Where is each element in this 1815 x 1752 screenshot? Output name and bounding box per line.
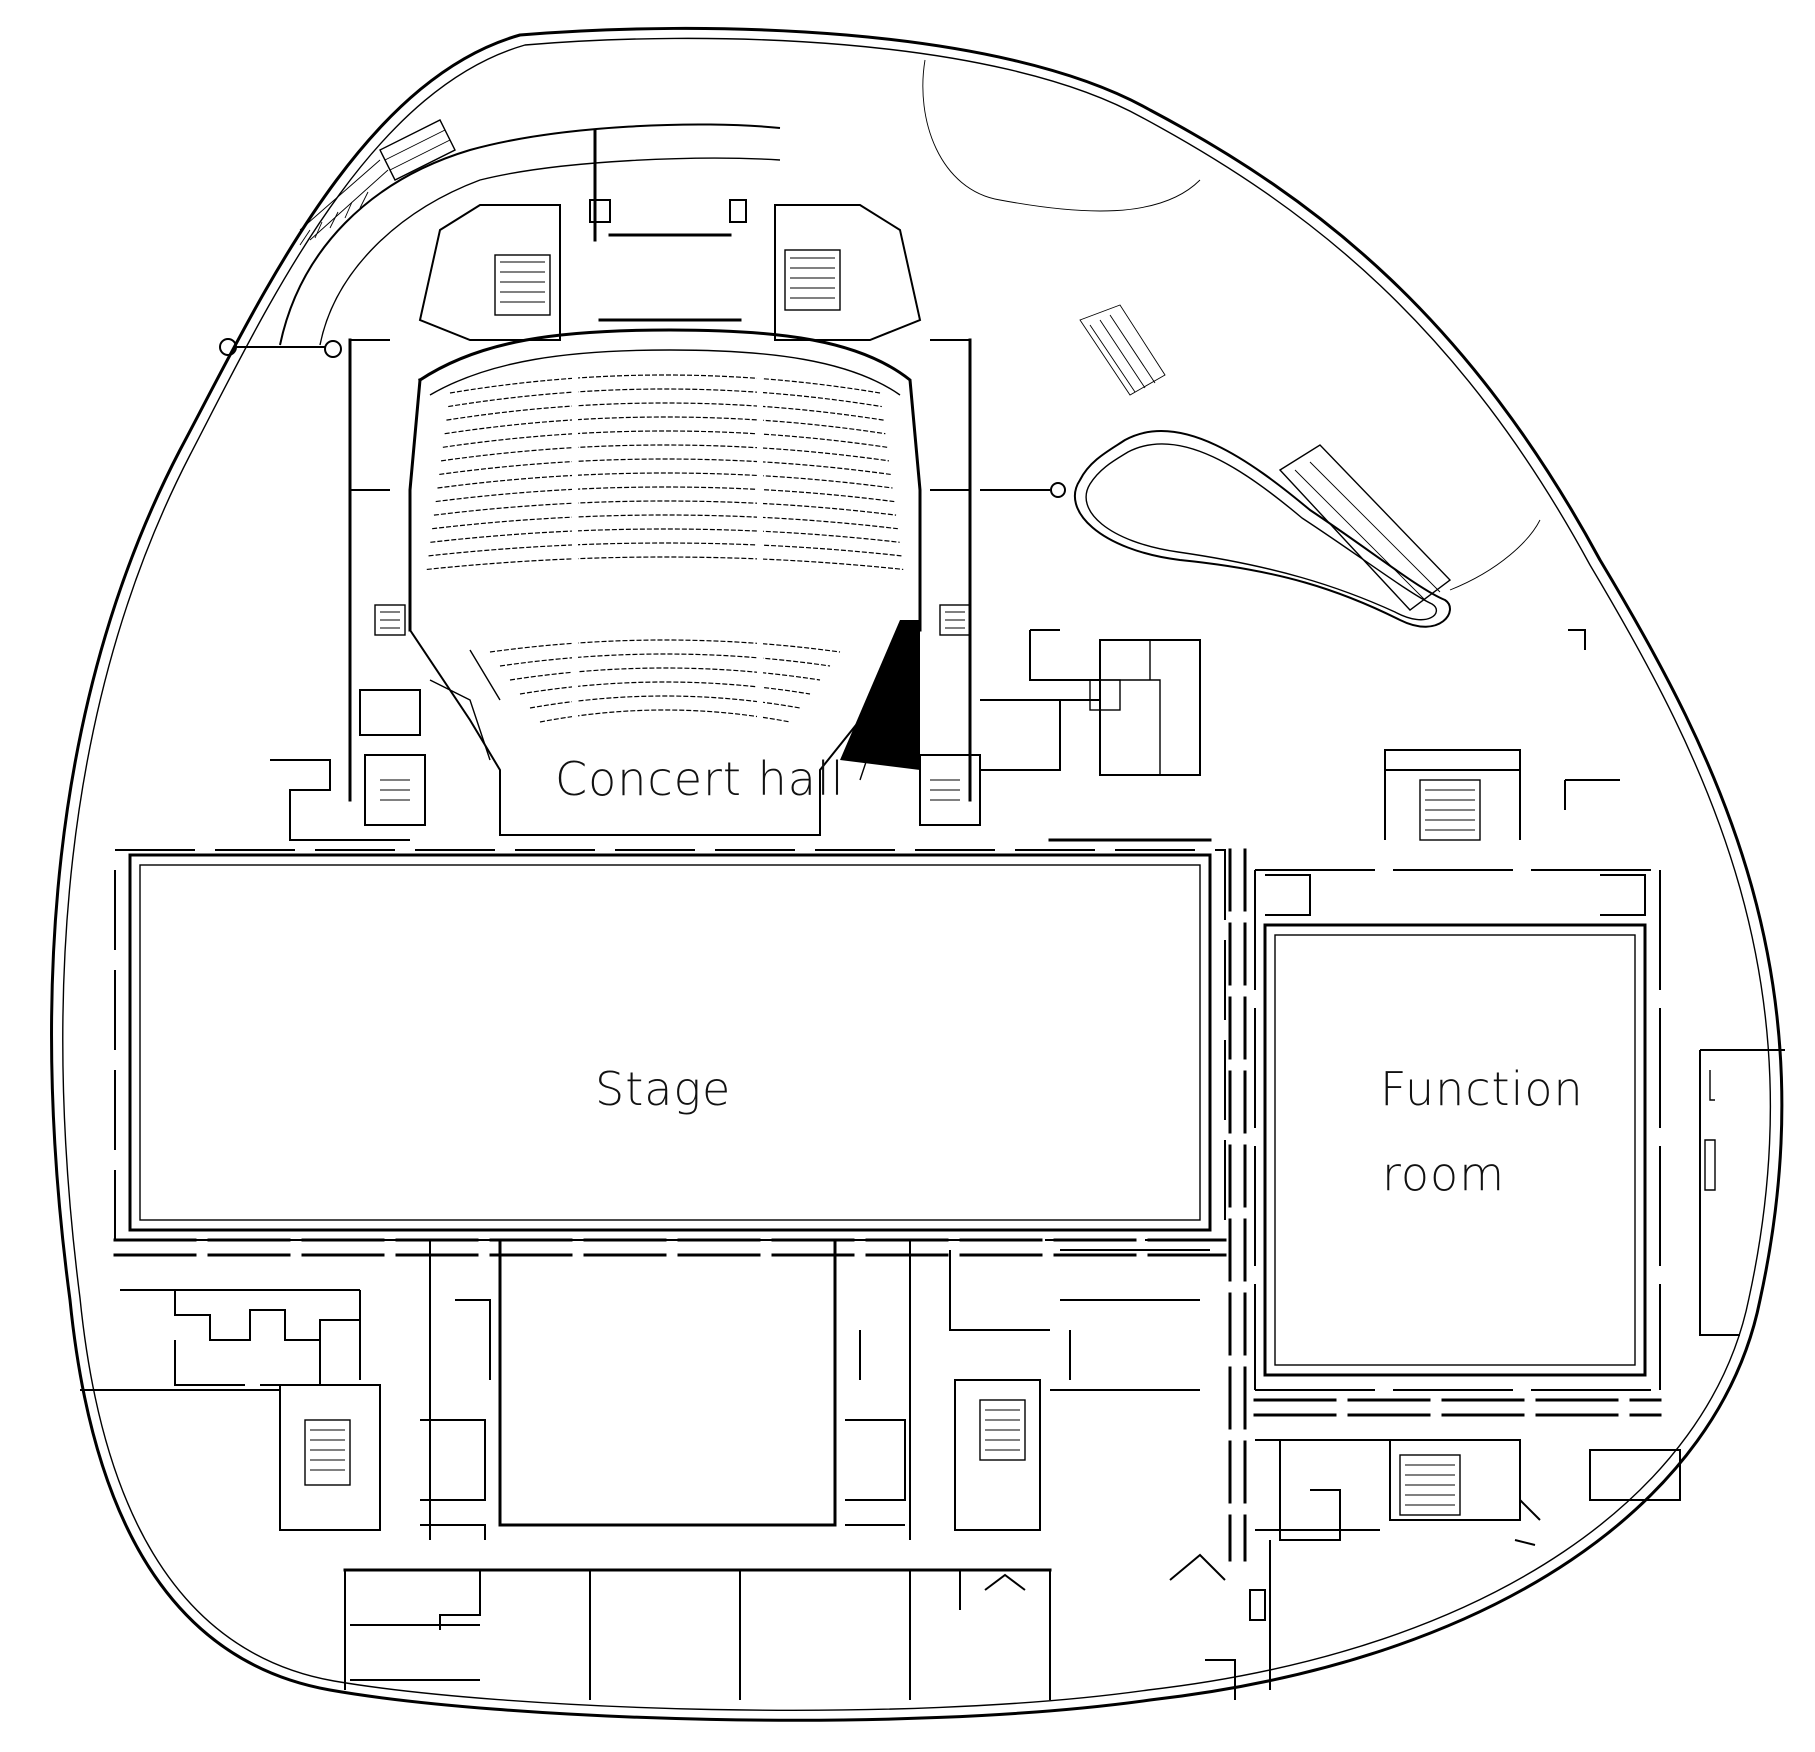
function-room [1254,869,1661,1391]
seat-row [428,542,902,557]
northeast-offices [980,629,1201,776]
auditorium-seating [426,360,904,723]
seat-row [499,653,831,667]
concert-hall-label: Concert hall [555,752,844,806]
corridors [113,848,1662,1562]
seat-row [439,458,891,476]
seat-row [489,639,841,653]
east-edge-rooms [1699,1049,1785,1336]
north-walkway [219,59,1201,358]
seat-row [430,528,900,543]
seat-row [448,388,882,408]
stage-label: Stage [595,1062,731,1116]
stage [114,849,1226,1241]
seat-row [444,416,886,435]
seat-row [432,514,898,530]
seat-row [440,444,890,462]
concert-hall [348,328,972,836]
backstage-block [420,1238,1210,1540]
function-room-stair-core [1384,629,1620,841]
south-rooms [343,1553,1236,1700]
column-marker [324,340,342,358]
function-room-label-line1: Function [1380,1062,1584,1116]
function-room-label-line2: room [1382,1147,1505,1201]
seat-row [519,681,811,695]
seat-row [509,667,821,681]
northwest-stair [299,119,456,246]
seat-row [437,472,893,489]
concert-hall-north-blocks [418,128,922,341]
seat-row [435,486,895,503]
southeast-rooms [1249,1439,1681,1690]
west-rooms [80,1289,381,1531]
building-outline [50,26,1784,1722]
east-escalator-lobby [980,304,1541,628]
concert-hall-side-rooms [270,604,1212,842]
stage-wing-wedge [840,620,920,770]
seat-row [449,374,881,394]
seat-row [426,556,904,571]
seat-row [529,695,801,709]
seat-row [446,402,884,421]
seat-row [433,500,897,516]
room-labels: Concert hall Stage Function room [555,752,1584,1201]
